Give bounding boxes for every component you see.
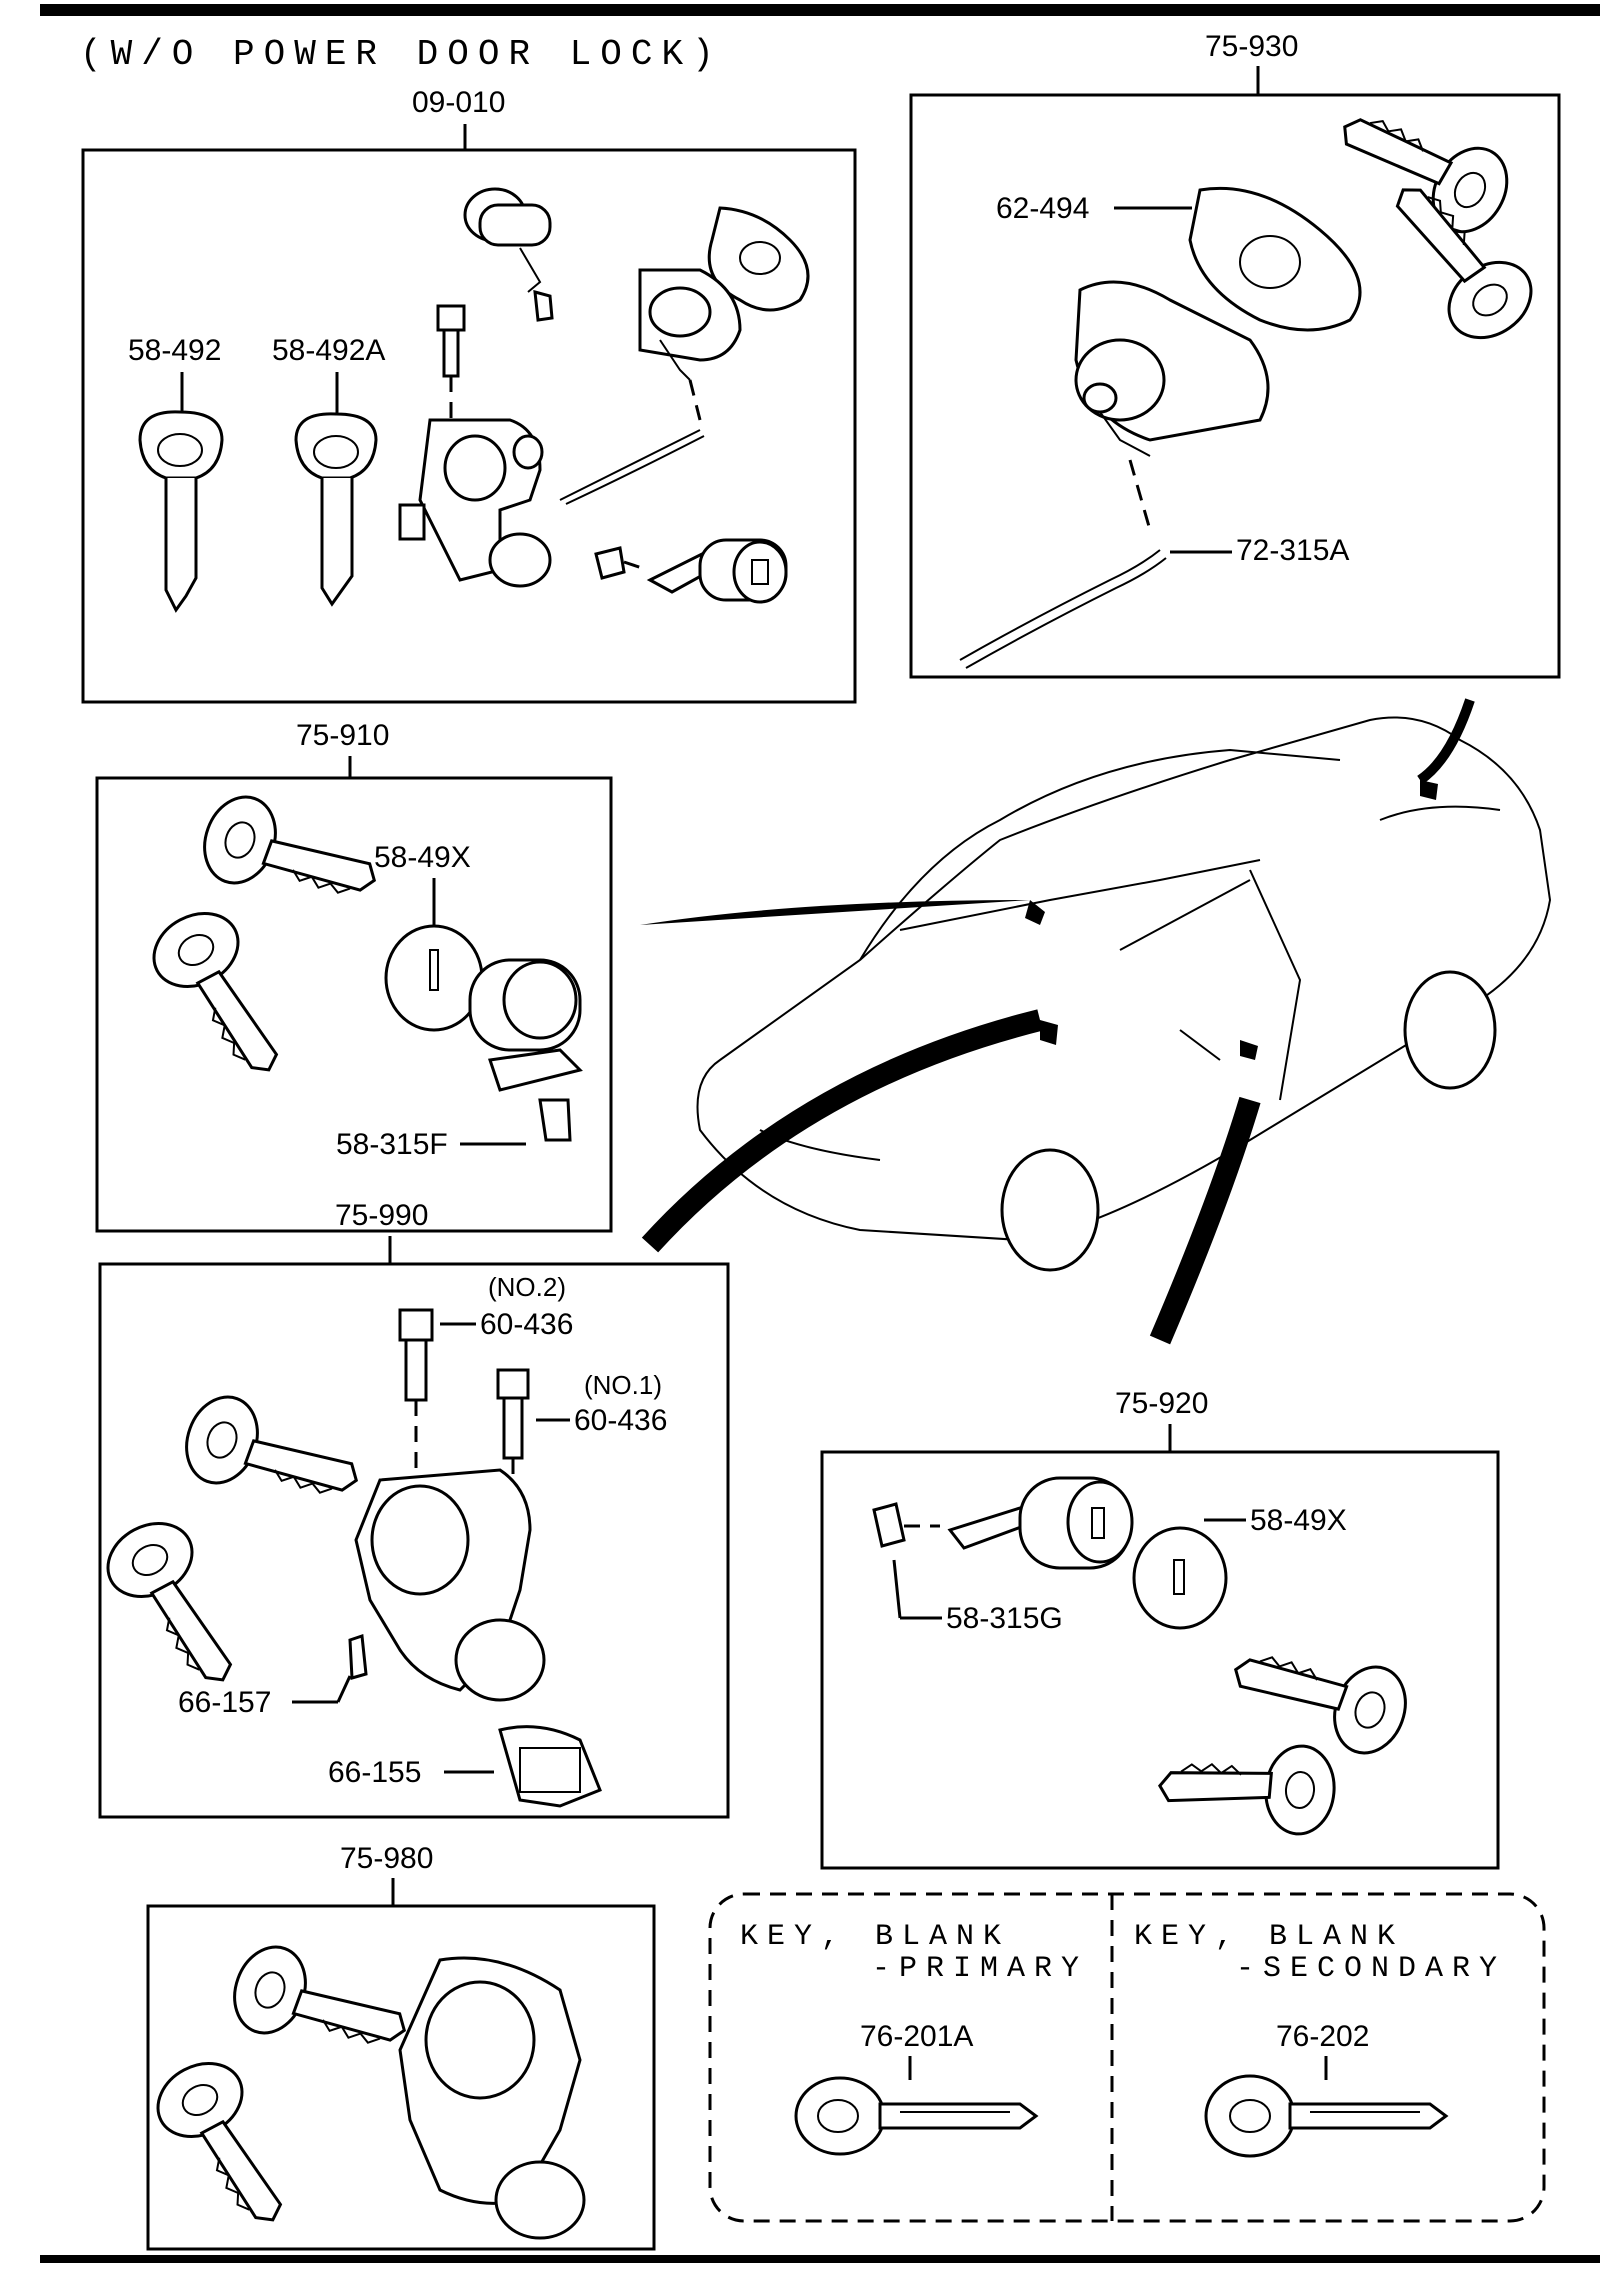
group-label-75-910: 75-910 bbox=[296, 719, 389, 752]
steering-lock-icon bbox=[398, 1956, 586, 2240]
primary-key-icon bbox=[794, 2076, 1039, 2156]
group-label-75-920: 75-920 bbox=[1115, 1387, 1208, 1420]
group-box-75-980 bbox=[146, 1904, 656, 2251]
part-label-58-49X-b: 58-49X bbox=[1250, 1504, 1347, 1537]
part-label-58-492: 58-492 bbox=[128, 334, 221, 367]
part-label-no1: (NO.1) bbox=[584, 1370, 662, 1400]
primary-title-line1: KEY, BLANK bbox=[740, 1920, 1010, 1954]
group-box-09-010 bbox=[81, 148, 857, 704]
primary-title-line2: -PRIMARY bbox=[872, 1952, 1088, 1986]
key-icon bbox=[138, 410, 224, 613]
bolt-icon bbox=[436, 304, 466, 420]
secondary-key-icon bbox=[1204, 2074, 1449, 2158]
part-label-60-436-no1: 60-436 bbox=[574, 1404, 667, 1437]
part-label-58-315G: 58-315G bbox=[946, 1602, 1063, 1635]
group-label-75-990: 75-990 bbox=[335, 1199, 428, 1232]
group-75-910: 75-910 58-49X 58-315F bbox=[95, 719, 613, 1233]
blank-keys-panel: KEY, BLANK -PRIMARY KEY, BLANK -SECONDAR… bbox=[708, 1892, 1546, 2223]
key-icon bbox=[143, 2047, 307, 2246]
steering-lock-icon bbox=[348, 1468, 602, 1808]
key-icon bbox=[294, 412, 378, 607]
part-label-66-157: 66-157 bbox=[178, 1686, 271, 1719]
page-title: (W/O POWER DOOR LOCK) bbox=[80, 34, 723, 75]
group-75-930: 75-930 62-494 72-315A bbox=[909, 30, 1561, 679]
group-box-75-990 bbox=[98, 1262, 730, 1819]
part-label-76-202: 76-202 bbox=[1276, 2020, 1369, 2053]
trunk-lock-cylinder-icon bbox=[959, 280, 1270, 669]
blank-keys-frame bbox=[708, 1892, 1546, 2223]
part-label-58-492A: 58-492A bbox=[272, 334, 385, 367]
group-09-010: 09-010 58-492 58-492A bbox=[81, 86, 857, 704]
steering-lock-icon bbox=[398, 418, 552, 588]
fuel-lid-cylinder-icon bbox=[594, 538, 788, 604]
bottom-border-bar bbox=[40, 2255, 1600, 2263]
group-label-75-980: 75-980 bbox=[340, 1842, 433, 1875]
group-label-09-010: 09-010 bbox=[412, 86, 505, 119]
group-75-980: 75-980 bbox=[143, 1842, 656, 2251]
group-label-75-930: 75-930 bbox=[1205, 30, 1298, 63]
group-75-990: 75-990 (NO.2) 60-436 (NO.1) 60-436 66-15… bbox=[93, 1199, 730, 1819]
key-icon bbox=[173, 1385, 371, 1531]
top-border-bar bbox=[40, 4, 1600, 16]
part-label-66-155: 66-155 bbox=[328, 1756, 421, 1789]
key-icon bbox=[1221, 1619, 1419, 1765]
bolt-icon bbox=[398, 1308, 434, 1480]
secondary-title-line2: -SECONDARY bbox=[1236, 1952, 1506, 1986]
key-icon bbox=[221, 1935, 419, 2081]
part-label-76-201A: 76-201A bbox=[860, 2020, 973, 2053]
part-label-58-315F: 58-315F bbox=[336, 1128, 448, 1161]
trunk-lock-cylinder-icon bbox=[559, 206, 810, 505]
part-label-no2: (NO.2) bbox=[488, 1272, 566, 1302]
key-icon bbox=[1155, 1732, 1340, 1839]
part-label-62-494: 62-494 bbox=[996, 192, 1089, 225]
door-lock-cylinder-icon bbox=[463, 187, 554, 322]
part-label-58-49X-a: 58-49X bbox=[374, 841, 471, 874]
group-box-75-930 bbox=[909, 93, 1561, 679]
door-lock-cylinder-icon bbox=[872, 1476, 1228, 1630]
group-box-75-910 bbox=[95, 776, 613, 1233]
key-icon bbox=[139, 897, 303, 1096]
key-icon bbox=[93, 1507, 257, 1706]
key-icon bbox=[191, 785, 389, 931]
part-label-60-436-no2: 60-436 bbox=[480, 1308, 573, 1341]
bolt-icon bbox=[496, 1368, 530, 1500]
secondary-title-line1: KEY, BLANK bbox=[1134, 1920, 1404, 1954]
part-label-72-315A: 72-315A bbox=[1236, 534, 1349, 567]
door-lock-cylinder-icon bbox=[384, 924, 583, 1142]
vehicle-outline-icon bbox=[640, 698, 1552, 1345]
trunk-lock-gasket-icon bbox=[1188, 186, 1362, 332]
group-box-75-920 bbox=[820, 1450, 1500, 1870]
group-75-920: 75-920 58-49X 58-315G bbox=[820, 1387, 1500, 1870]
